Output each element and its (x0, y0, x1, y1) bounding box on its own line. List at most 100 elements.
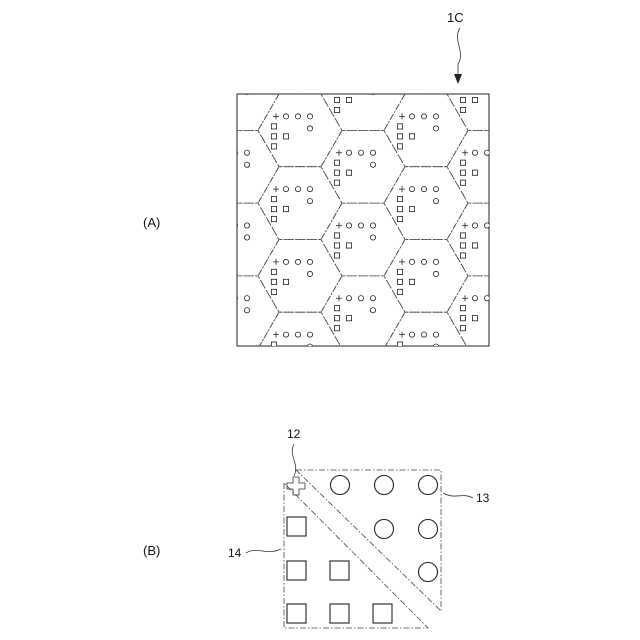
circle-symbol (370, 296, 375, 301)
square-symbol (460, 253, 465, 258)
circle-symbol (370, 235, 375, 240)
square-symbol (283, 279, 288, 284)
circle-symbol (419, 476, 438, 495)
square-symbol (460, 306, 465, 311)
cross-marker (210, 368, 216, 374)
square-symbol (145, 269, 150, 274)
circle-symbol (433, 405, 438, 410)
square-symbol (145, 425, 150, 430)
circle-symbol (496, 5, 501, 10)
square-symbol (397, 269, 402, 274)
cross-marker (462, 368, 468, 374)
circle-symbol (496, 17, 501, 22)
square-symbol (208, 378, 213, 383)
square-symbol (208, 15, 213, 20)
panel-a-label: (A) (143, 215, 160, 230)
panel-a: (A) 1C (132, 0, 531, 458)
square-symbol (460, 378, 465, 383)
circle-symbol (433, 114, 438, 119)
circle-symbol (157, 259, 162, 264)
circle-symbol (421, 114, 426, 119)
circle-symbol (370, 5, 375, 10)
hexagon-cell (195, 349, 279, 422)
square-symbol (460, 25, 465, 30)
circle-symbol (244, 380, 249, 385)
square-symbol (145, 207, 150, 212)
circle-symbol (472, 296, 477, 301)
circle-symbol (358, 223, 363, 228)
square-symbol (397, 362, 402, 367)
square-symbol (220, 170, 225, 175)
circle-symbol (472, 5, 477, 10)
square-symbol (397, 217, 402, 222)
circle-symbol (472, 368, 477, 373)
circle-symbol (244, 17, 249, 22)
cross-marker (210, 77, 216, 83)
square-symbol (397, 197, 402, 202)
circle-symbol (331, 476, 350, 495)
circle-symbol (496, 235, 501, 240)
circle-symbol (295, 259, 300, 264)
circle-symbol (358, 77, 363, 82)
cross-marker (210, 150, 216, 156)
cross-marker (273, 41, 279, 47)
circle-symbol (496, 296, 501, 301)
square-symbol (145, 415, 150, 420)
square-symbol (460, 398, 465, 403)
hexagon-cell (132, 312, 216, 385)
square-symbol (334, 388, 339, 393)
square-symbol (409, 61, 414, 66)
circle-symbol (181, 187, 186, 192)
circle-symbol (283, 259, 288, 264)
circle-symbol (496, 77, 501, 82)
square-symbol (157, 207, 162, 212)
square-symbol (334, 253, 339, 258)
circle-symbol (181, 41, 186, 46)
circle-symbol (157, 332, 162, 337)
square-symbol (145, 342, 150, 347)
circle-symbol (433, 41, 438, 46)
square-symbol (208, 243, 213, 248)
circle-symbol (409, 187, 414, 192)
circle-symbol (181, 271, 186, 276)
square-symbol (472, 25, 477, 30)
circle-symbol (295, 41, 300, 46)
square-symbol (346, 97, 351, 102)
circle-symbol (220, 368, 225, 373)
square-symbol (208, 388, 213, 393)
square-symbol (397, 289, 402, 294)
square-symbol (157, 425, 162, 430)
square-symbol (397, 415, 402, 420)
square-symbol (145, 197, 150, 202)
square-symbol (220, 25, 225, 30)
square-symbol (157, 61, 162, 66)
circle-symbol (496, 89, 501, 94)
square-symbol (271, 415, 276, 420)
circle-symbol (295, 405, 300, 410)
cross-marker (336, 4, 342, 10)
cross-marker (147, 41, 153, 47)
cross-marker (210, 4, 216, 10)
square-symbol (397, 124, 402, 129)
circle-symbol (433, 199, 438, 204)
reference-leader-12 (292, 444, 295, 476)
reference-arrowhead (454, 74, 462, 84)
square-symbol (145, 51, 150, 56)
circle-symbol (421, 41, 426, 46)
circle-symbol (307, 405, 312, 410)
square-symbol (145, 71, 150, 76)
square-symbol (145, 134, 150, 139)
square-symbol (397, 61, 402, 66)
circle-symbol (244, 150, 249, 155)
square-symbol (346, 170, 351, 175)
circle-symbol (409, 114, 414, 119)
square-symbol (271, 279, 276, 284)
circle-symbol (307, 271, 312, 276)
circle-symbol (307, 126, 312, 131)
circle-symbol (496, 308, 501, 313)
circle-symbol (346, 77, 351, 82)
circle-symbol (244, 223, 249, 228)
circle-symbol (375, 520, 394, 539)
circle-symbol (307, 199, 312, 204)
square-symbol (460, 233, 465, 238)
